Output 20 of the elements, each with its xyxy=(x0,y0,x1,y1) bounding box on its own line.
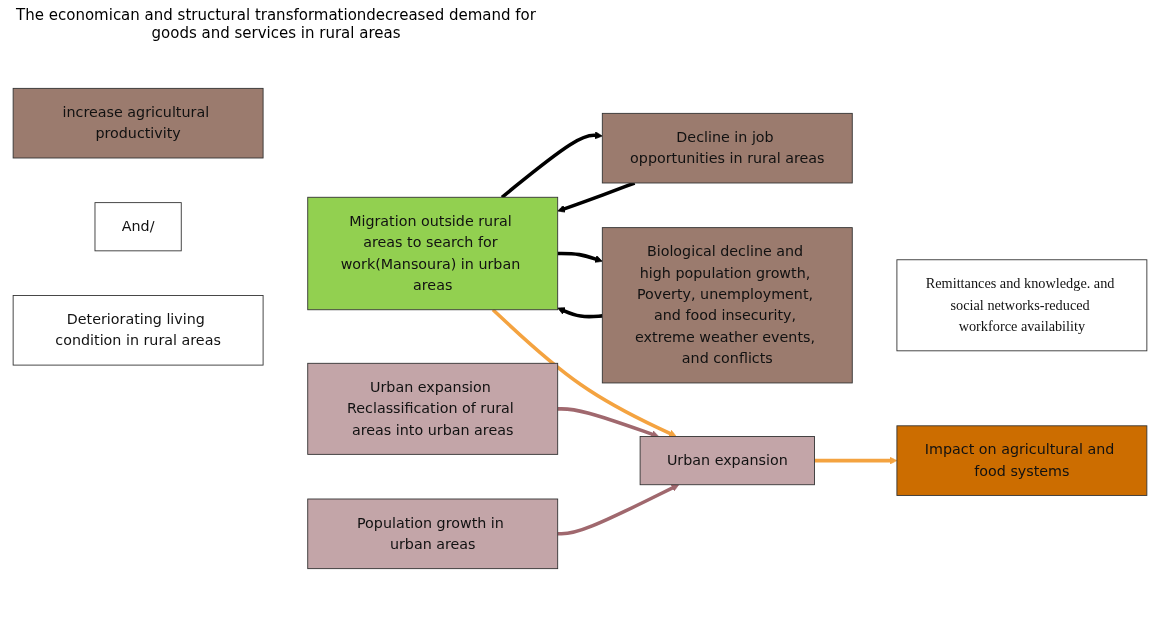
node-box: increase agricultural productivity xyxy=(12,87,264,159)
arrow xyxy=(557,181,636,213)
note-text: The economican and structural transformationdecreased demand for goods and services in rural areas xyxy=(16,6,536,42)
arrow xyxy=(557,251,603,263)
node-box: Biological decline and high population growth, Poverty, unemployment, and food insecurity, extreme weather events, and conflicts xyxy=(601,227,853,384)
node-box: Impact on agricultural and food systems xyxy=(896,425,1148,496)
arrow xyxy=(814,456,898,465)
node-box: And/ xyxy=(94,202,182,252)
node-box: Population growth in urban areas xyxy=(307,498,559,570)
arrow xyxy=(557,307,603,319)
arrow xyxy=(557,484,680,536)
node-box: Urban expansion Reclassification of rural areas into urban areas xyxy=(307,362,559,455)
arrow xyxy=(491,308,677,438)
node-box: Decline in job opportunities in rural areas xyxy=(601,112,853,184)
node-box: Urban expansion xyxy=(639,436,815,486)
node-box: Migration outside rural areas to search for work(Mansoura) in urban areas xyxy=(307,196,559,311)
arrow xyxy=(500,131,603,199)
arrow xyxy=(557,407,660,438)
node-box: Remittances and knowledge. and social networks-reduced workforce availability xyxy=(896,259,1148,352)
node-box: Deteriorating living condition in rural areas xyxy=(12,295,264,366)
